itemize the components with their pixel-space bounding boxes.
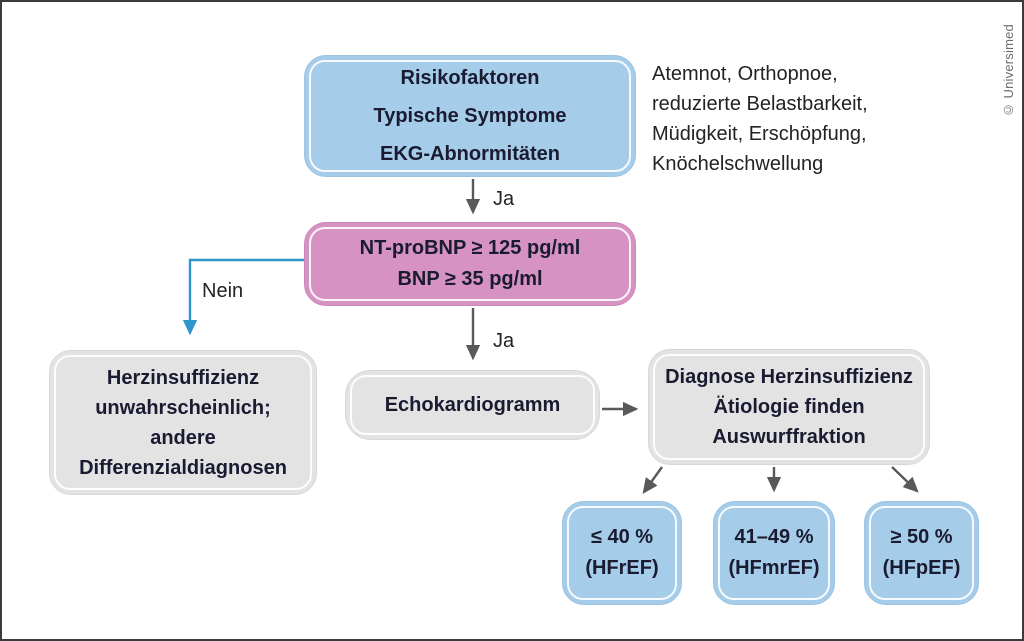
ef-label: (HFmrEF) [728, 557, 820, 579]
unlikely-line: unwahrscheinlich; [95, 396, 271, 419]
copyright-credit: © Universimed [1001, 24, 1016, 118]
label-ja-1: Ja [493, 188, 515, 210]
diagnosis-box: Diagnose Herzinsuffizienz Ätiologie find… [648, 349, 930, 465]
label-nein: Nein [202, 280, 244, 302]
echo-box: Echokardiogramm [345, 370, 600, 440]
diagnosis-line: Ätiologie finden [713, 396, 865, 418]
ef-value: ≥ 50 % [890, 526, 953, 548]
ef-box-hfref: ≤ 40 % (HFrEF) [562, 501, 682, 605]
ef-box-hfmref: 41–49 % (HFmrEF) [713, 501, 835, 605]
symptoms-note-line: reduzierte Belastbarkeit, [652, 93, 868, 115]
bnp-line: NT-proBNP ≥ 125 pg/ml [359, 237, 581, 259]
bnp-box: NT-proBNP ≥ 125 pg/ml BNP ≥ 35 pg/ml [304, 222, 636, 306]
unlikely-line: Herzinsuffizienz [106, 366, 260, 389]
arrow-diagnosis-to-hfpef [891, 466, 919, 493]
ef-label: (HFpEF) [882, 557, 961, 579]
ef-label: (HFrEF) [585, 557, 659, 579]
unlikely-box: Herzinsuffizienz unwahrscheinlich; ander… [49, 350, 317, 495]
symptoms-note-line: Müdigkeit, Erschöpfung, [652, 123, 867, 145]
risk-factors-line: EKG-Abnormitäten [380, 143, 560, 165]
ef-value: 41–49 % [734, 526, 814, 548]
symptoms-note-line: Atemnot, Orthopnoe, [652, 63, 838, 85]
risk-factors-line: Typische Symptome [373, 105, 567, 127]
arrow-diagnosis-to-hfref [642, 466, 663, 494]
echo-label: Echokardiogramm [384, 394, 561, 416]
unlikely-line: andere [150, 426, 216, 449]
diagnosis-line: Auswurffraktion [712, 426, 866, 448]
symptoms-note-line: Knöchelschwellung [652, 153, 824, 175]
risk-factors-line: Risikofaktoren [400, 67, 540, 89]
label-ja-2: Ja [493, 330, 515, 352]
ef-box-hfpef: ≥ 50 % (HFpEF) [864, 501, 979, 605]
diagnosis-line: Diagnose Herzinsuffizienz [665, 366, 913, 388]
symptoms-note: Atemnot, Orthopnoe, reduzierte Belastbar… [652, 59, 992, 179]
risk-factors-box: Risikofaktoren Typische Symptome EKG-Abn… [304, 55, 636, 177]
bnp-line: BNP ≥ 35 pg/ml [397, 268, 543, 290]
unlikely-line: Differenzialdiagnosen [79, 456, 287, 479]
ef-value: ≤ 40 % [590, 526, 654, 548]
